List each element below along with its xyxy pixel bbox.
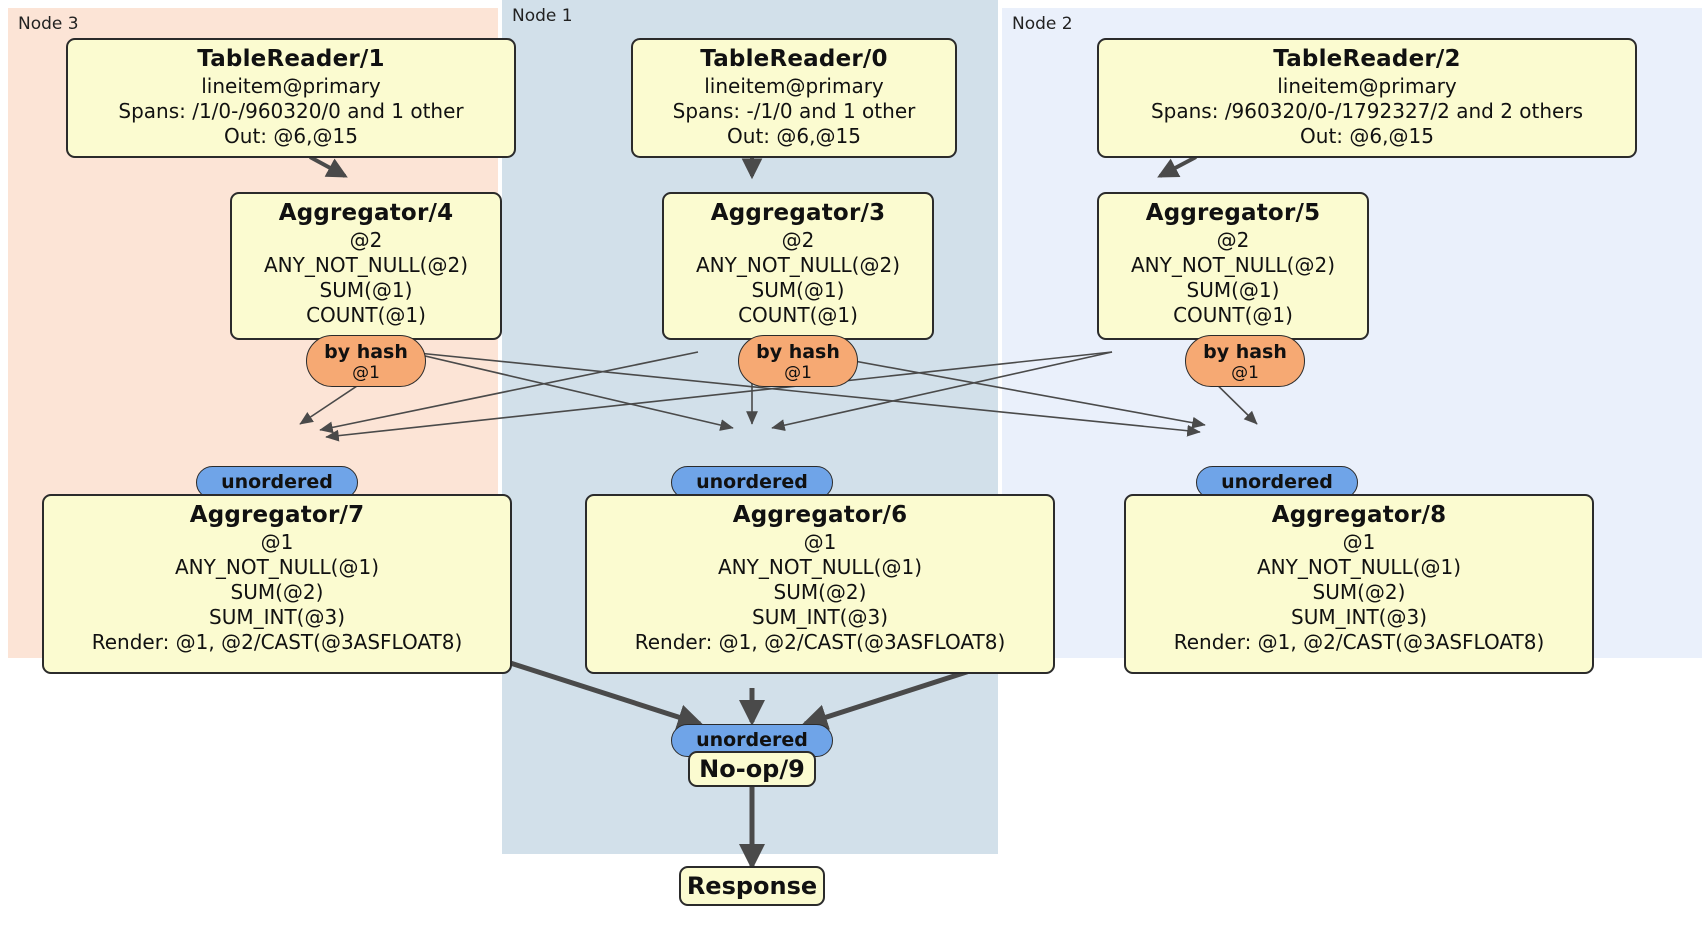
process-box-aggregator-5[interactable]: Aggregator/5 @2 ANY_NOT_NULL(@2) SUM(@1)… [1097, 192, 1369, 340]
hash-router-middle[interactable]: by hash @1 [738, 335, 858, 387]
aggregator-5-groupby: @2 [1216, 228, 1250, 252]
aggregator-3-title: Aggregator/3 [710, 200, 886, 226]
tablereader-0-spans: Spans: -/1/0 and 1 other [672, 99, 916, 123]
process-box-aggregator-4[interactable]: Aggregator/4 @2 ANY_NOT_NULL(@2) SUM(@1)… [230, 192, 502, 340]
tablereader-0-table: lineitem@primary [704, 74, 884, 98]
process-box-response[interactable]: Response [679, 866, 825, 906]
unordered-synchronizer-middle-title: unordered [696, 471, 808, 493]
aggregator-6-render: Render: @1, @2/CAST(@3ASFLOAT8) [634, 630, 1006, 654]
aggregator-3-func-2: SUM(@1) [751, 278, 845, 302]
unordered-synchronizer-left[interactable]: unordered [196, 466, 358, 499]
aggregator-8-func-1: ANY_NOT_NULL(@1) [1257, 555, 1461, 579]
aggregator-4-func-2: SUM(@1) [319, 278, 413, 302]
aggregator-7-groupby: @1 [260, 530, 294, 554]
process-box-noop-9[interactable]: No-op/9 [688, 751, 816, 787]
tablereader-2-spans: Spans: /960320/0-/1792327/2 and 2 others [1150, 99, 1583, 123]
hash-router-right-column: @1 [1231, 363, 1259, 383]
aggregator-4-title: Aggregator/4 [278, 200, 454, 226]
aggregator-8-func-2: SUM(@2) [1312, 580, 1406, 604]
node-panel-label-node3: Node 3 [18, 14, 79, 34]
hash-router-right[interactable]: by hash @1 [1185, 335, 1305, 387]
tablereader-1-out: Out: @6,@15 [224, 124, 358, 148]
tablereader-1-title: TableReader/1 [197, 46, 385, 72]
aggregator-6-groupby: @1 [803, 530, 837, 554]
unordered-synchronizer-final-title: unordered [696, 729, 808, 751]
aggregator-7-title: Aggregator/7 [189, 502, 365, 528]
tablereader-2-out: Out: @6,@15 [1300, 124, 1434, 148]
process-box-aggregator-3[interactable]: Aggregator/3 @2 ANY_NOT_NULL(@2) SUM(@1)… [662, 192, 934, 340]
tablereader-1-table: lineitem@primary [201, 74, 381, 98]
aggregator-5-func-2: SUM(@1) [1186, 278, 1280, 302]
aggregator-7-render: Render: @1, @2/CAST(@3ASFLOAT8) [91, 630, 463, 654]
aggregator-7-func-2: SUM(@2) [230, 580, 324, 604]
aggregator-4-func-1: ANY_NOT_NULL(@2) [264, 253, 468, 277]
tablereader-0-title: TableReader/0 [700, 46, 888, 72]
hash-router-middle-title: by hash [756, 341, 840, 363]
process-box-aggregator-6[interactable]: Aggregator/6 @1 ANY_NOT_NULL(@1) SUM(@2)… [585, 494, 1055, 674]
hash-router-middle-column: @1 [784, 363, 812, 383]
aggregator-5-title: Aggregator/5 [1145, 200, 1321, 226]
aggregator-4-func-3: COUNT(@1) [306, 303, 426, 327]
tablereader-2-table: lineitem@primary [1277, 74, 1457, 98]
response-title: Response [686, 872, 818, 900]
aggregator-6-func-3: SUM_INT(@3) [752, 605, 888, 629]
aggregator-3-func-3: COUNT(@1) [738, 303, 858, 327]
process-box-tablereader-1[interactable]: TableReader/1 lineitem@primary Spans: /1… [66, 38, 516, 158]
unordered-synchronizer-left-title: unordered [221, 471, 333, 493]
process-box-tablereader-0[interactable]: TableReader/0 lineitem@primary Spans: -/… [631, 38, 957, 158]
aggregator-8-render: Render: @1, @2/CAST(@3ASFLOAT8) [1173, 630, 1545, 654]
node-panel-label-node1: Node 1 [512, 6, 573, 26]
aggregator-8-func-3: SUM_INT(@3) [1291, 605, 1427, 629]
process-box-aggregator-7[interactable]: Aggregator/7 @1 ANY_NOT_NULL(@1) SUM(@2)… [42, 494, 512, 674]
tablereader-2-title: TableReader/2 [1273, 46, 1461, 72]
hash-router-left-column: @1 [352, 363, 380, 383]
noop-9-title: No-op/9 [699, 755, 805, 783]
hash-router-right-title: by hash [1203, 341, 1287, 363]
process-box-tablereader-2[interactable]: TableReader/2 lineitem@primary Spans: /9… [1097, 38, 1637, 158]
aggregator-6-func-1: ANY_NOT_NULL(@1) [718, 555, 922, 579]
tablereader-1-spans: Spans: /1/0-/960320/0 and 1 other [118, 99, 464, 123]
aggregator-5-func-3: COUNT(@1) [1173, 303, 1293, 327]
aggregator-3-func-1: ANY_NOT_NULL(@2) [696, 253, 900, 277]
aggregator-6-func-2: SUM(@2) [773, 580, 867, 604]
hash-router-left[interactable]: by hash @1 [306, 335, 426, 387]
aggregator-5-func-1: ANY_NOT_NULL(@2) [1131, 253, 1335, 277]
unordered-synchronizer-right[interactable]: unordered [1196, 466, 1358, 499]
unordered-synchronizer-right-title: unordered [1221, 471, 1333, 493]
process-box-aggregator-8[interactable]: Aggregator/8 @1 ANY_NOT_NULL(@1) SUM(@2)… [1124, 494, 1594, 674]
aggregator-7-func-3: SUM_INT(@3) [209, 605, 345, 629]
aggregator-6-title: Aggregator/6 [732, 502, 908, 528]
node-panel-label-node2: Node 2 [1012, 14, 1073, 34]
aggregator-8-title: Aggregator/8 [1271, 502, 1447, 528]
aggregator-4-groupby: @2 [349, 228, 383, 252]
aggregator-3-groupby: @2 [781, 228, 815, 252]
hash-router-left-title: by hash [324, 341, 408, 363]
tablereader-0-out: Out: @6,@15 [727, 124, 861, 148]
aggregator-8-groupby: @1 [1342, 530, 1376, 554]
aggregator-7-func-1: ANY_NOT_NULL(@1) [175, 555, 379, 579]
unordered-synchronizer-middle[interactable]: unordered [671, 466, 833, 499]
